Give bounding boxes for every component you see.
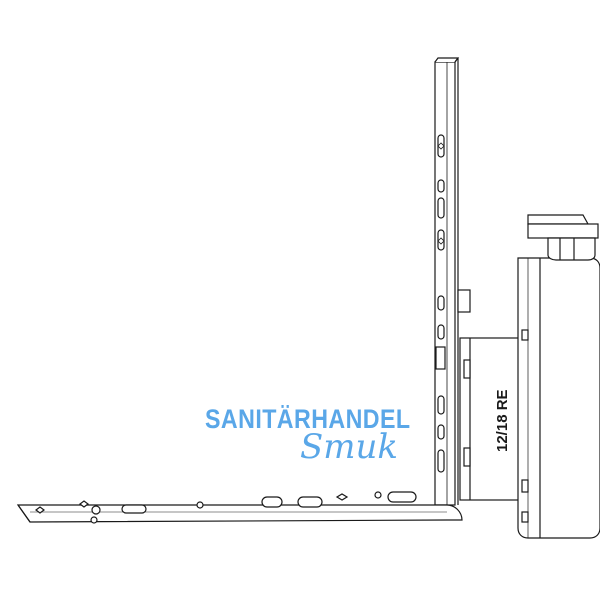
hinge-cap [527,214,599,261]
part-label: 12/18 RE [494,389,511,452]
horizontal-bracket-arm [16,491,463,524]
watermark-brand: SANITÄRHANDEL [205,404,411,434]
vertical-bracket-arm [434,57,460,506]
watermark-name: Smuk [300,427,399,467]
hinge-body [517,257,600,539]
